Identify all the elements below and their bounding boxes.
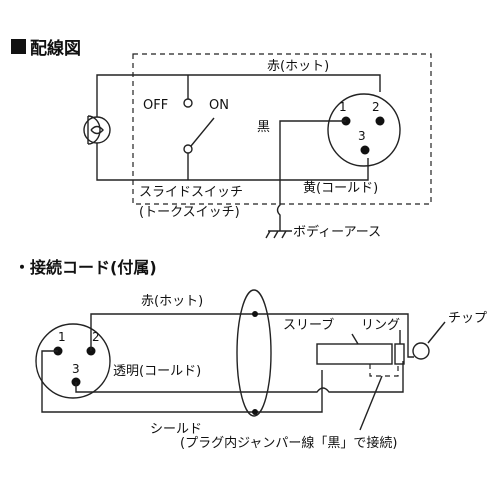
switch-alt-name-label: (トークスイッチ) [139, 205, 240, 220]
xlr-pin-1-label: 1 [339, 100, 347, 114]
sleeve-leader-line [351, 333, 359, 345]
jumper-dashed-link [369, 364, 399, 377]
mic-capsule-icon [83, 115, 111, 145]
switch-terminal-top [183, 98, 193, 108]
heading-square-icon [11, 39, 26, 54]
switch-off-label: OFF [143, 98, 168, 113]
cord-pin-2-label: 2 [92, 330, 100, 344]
cord-pin-1-label: 1 [58, 330, 66, 344]
jumper-note-label: (プラグ内ジャンパー線「黒」で接続) [180, 435, 398, 451]
hot-wire [96, 74, 381, 117]
xlr-pin-3-label: 3 [358, 129, 366, 143]
jumper-leader-line [359, 375, 383, 431]
cord-heading: ・接続コード(付属) [14, 258, 157, 277]
cord-clear-cold-label: 透明(コールド) [113, 364, 201, 379]
cord-xlr-outline [35, 323, 111, 399]
plug-sleeve-label: スリーブ [283, 317, 334, 333]
red-hot-label: 赤(ホット) [267, 59, 329, 74]
black-label: 黒 [257, 120, 270, 135]
switch-name-label: スライドスイッチ [139, 185, 243, 200]
sheath-junction-bottom [252, 409, 258, 415]
plug-sleeve-body [316, 343, 393, 365]
enclosure-dashed-box [132, 53, 432, 205]
body-ground-label: ボディーアース [293, 224, 381, 240]
sheath-junction-top [252, 311, 258, 317]
switch-terminal-bottom [183, 144, 193, 154]
switch-lever [190, 117, 215, 147]
xlr-pin-3 [360, 145, 370, 155]
ground-symbol-icon [265, 230, 292, 239]
cord-hot-wire [90, 313, 414, 358]
cord-cold-wire [75, 361, 404, 393]
xlr-pin-2-label: 2 [372, 100, 380, 114]
cold-wire [96, 143, 369, 181]
plug-tip-segment [412, 342, 430, 360]
yellow-cold-label: 黄(コールド) [303, 181, 378, 196]
cord-shield-label: シールド [150, 422, 202, 437]
xlr-pin-2 [375, 116, 385, 126]
cable-sheath-ellipse [236, 289, 272, 417]
xlr-connector-outline [327, 93, 401, 167]
tip-leader-line [427, 321, 446, 344]
plug-tip-label: チップ [448, 311, 487, 326]
wiring-heading: 配線図 [30, 38, 81, 59]
cord-red-hot-label: 赤(ホット) [141, 294, 203, 309]
black-wire [276, 120, 346, 231]
plug-ring-label: リング [361, 318, 400, 333]
cord-pin-3-label: 3 [72, 362, 80, 376]
switch-on-label: ON [209, 98, 229, 113]
cord-shield-wire [41, 350, 323, 413]
